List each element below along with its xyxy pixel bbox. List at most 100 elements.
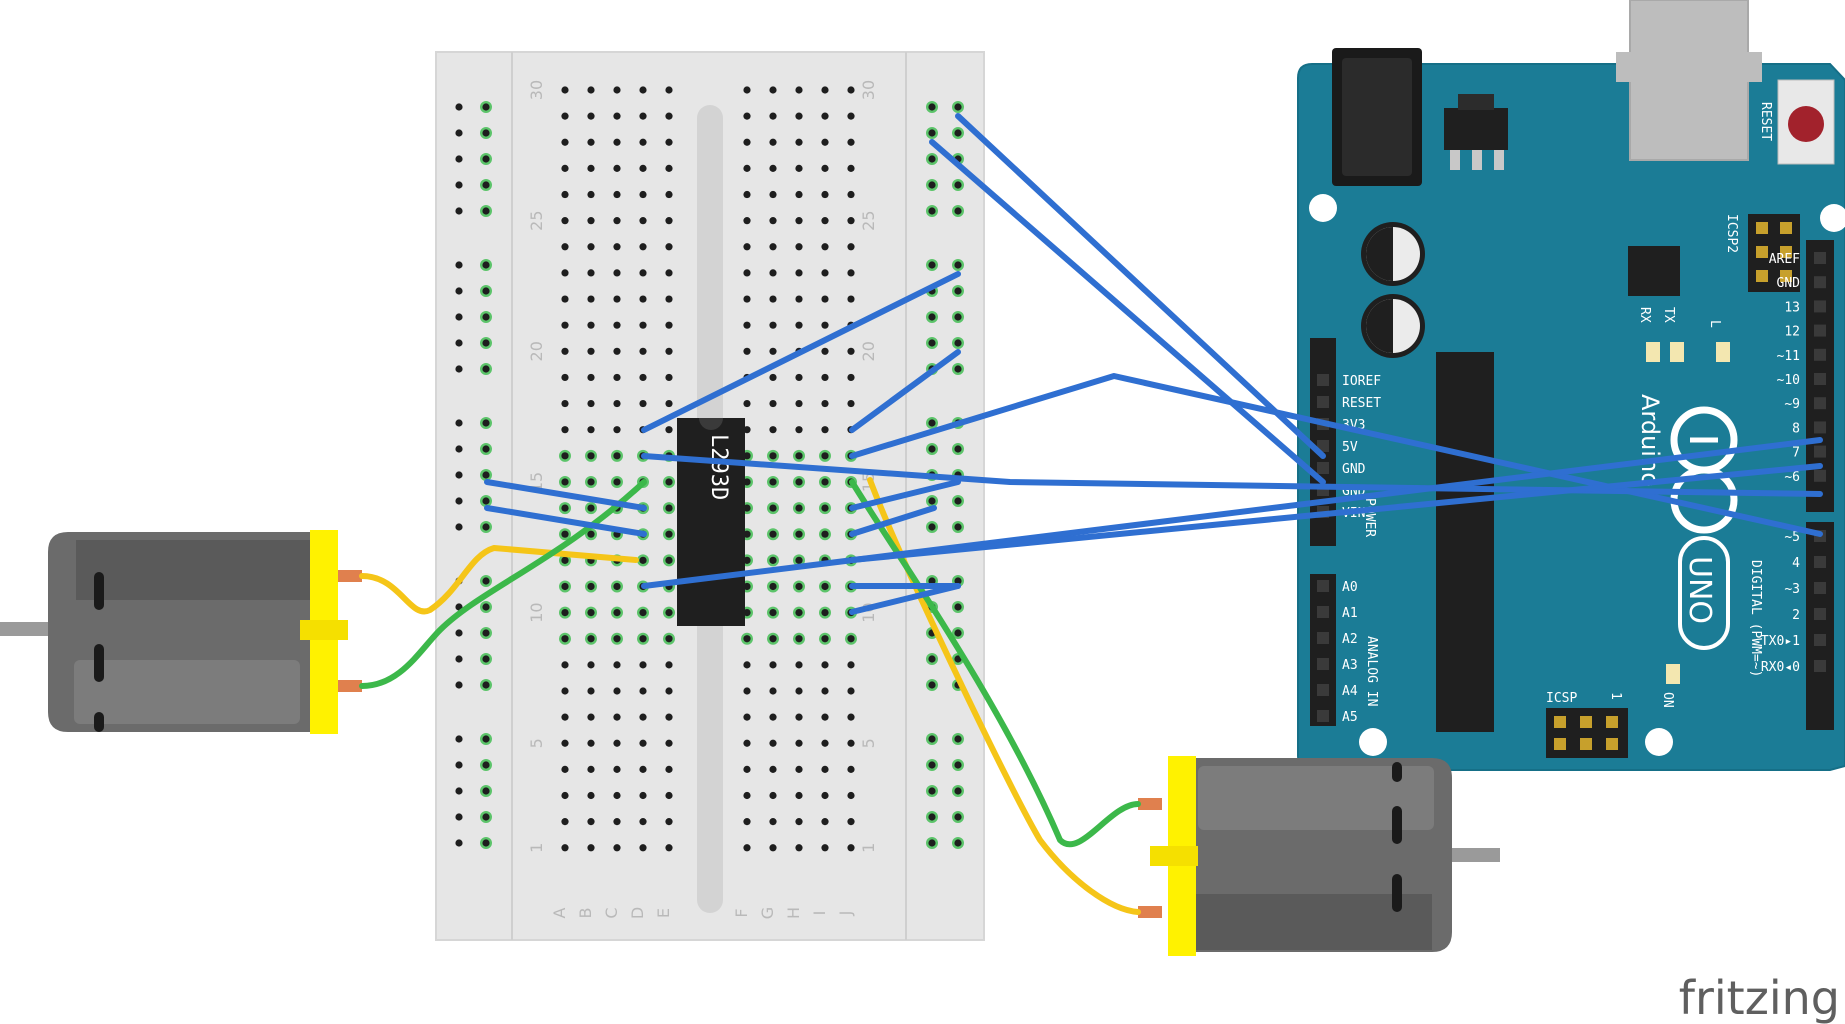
header-pin[interactable] bbox=[1814, 252, 1826, 264]
header-pin[interactable] bbox=[1317, 710, 1329, 722]
header-pin[interactable] bbox=[1814, 324, 1826, 337]
header-pin[interactable] bbox=[1317, 374, 1329, 386]
header-pin[interactable] bbox=[1317, 632, 1329, 644]
breadboard-hole bbox=[821, 661, 829, 669]
breadboard-hole bbox=[587, 661, 595, 669]
header-pin[interactable] bbox=[1317, 606, 1329, 618]
breadboard-hole bbox=[665, 138, 673, 146]
rail-hole bbox=[455, 681, 463, 689]
wire-blue[interactable] bbox=[484, 479, 647, 511]
l-led bbox=[1716, 342, 1730, 362]
breadboard-hole bbox=[639, 791, 647, 800]
breadboard-hole bbox=[561, 452, 569, 460]
breadboard-hole bbox=[561, 164, 569, 172]
wire-blue[interactable] bbox=[955, 113, 1326, 459]
header-pin-label: A1 bbox=[1342, 606, 1358, 621]
breadboard-hole bbox=[847, 818, 855, 826]
rail-hole bbox=[455, 365, 463, 373]
breadboard-hole bbox=[613, 765, 621, 773]
header-pin[interactable] bbox=[1317, 580, 1329, 592]
header-pin[interactable] bbox=[1814, 634, 1826, 646]
breadboard-hole bbox=[743, 661, 751, 669]
wire-blue[interactable] bbox=[849, 479, 961, 511]
rail-hole bbox=[954, 655, 962, 663]
breadboard-hole bbox=[613, 713, 621, 721]
rail-hole bbox=[482, 629, 490, 637]
breadboard-hole bbox=[743, 609, 751, 617]
wire-green[interactable] bbox=[359, 479, 647, 689]
breadboard-hole bbox=[561, 504, 569, 512]
wire-blue[interactable] bbox=[484, 505, 647, 537]
header-pin[interactable] bbox=[1814, 348, 1826, 361]
wire-blue[interactable] bbox=[849, 373, 1823, 537]
wire-blue[interactable] bbox=[641, 437, 1823, 589]
breadboard-hole bbox=[743, 765, 751, 773]
rail-hole bbox=[482, 761, 490, 769]
header-pin[interactable] bbox=[1317, 684, 1329, 696]
breadboard-hole bbox=[561, 399, 569, 408]
header-pin[interactable] bbox=[1814, 556, 1826, 568]
rail-hole bbox=[928, 839, 936, 847]
breadboard-hole bbox=[639, 269, 647, 277]
breadboard-hole bbox=[587, 504, 595, 512]
breadboard-hole bbox=[769, 190, 777, 199]
header-pin-label: ~6 bbox=[1784, 470, 1800, 485]
breadboard-hole bbox=[587, 321, 595, 329]
breadboard-hole bbox=[639, 217, 647, 225]
header-pin[interactable] bbox=[1814, 276, 1826, 289]
wires bbox=[359, 113, 1823, 915]
mounting-hole bbox=[1309, 194, 1337, 222]
header-pin[interactable] bbox=[1814, 608, 1826, 620]
header-pin[interactable] bbox=[1814, 397, 1826, 410]
rail-hole bbox=[482, 787, 490, 795]
header-pin[interactable] bbox=[1814, 421, 1826, 434]
breadboard-hole bbox=[561, 478, 569, 486]
breadboard-hole bbox=[743, 818, 751, 826]
header-pin[interactable] bbox=[1317, 396, 1329, 408]
header-pin[interactable] bbox=[1814, 445, 1826, 458]
header-pin-label: TX0▸1 bbox=[1761, 634, 1800, 649]
header-pin[interactable] bbox=[1814, 373, 1826, 385]
wire-blue[interactable] bbox=[849, 349, 961, 433]
breadboard-hole bbox=[821, 373, 829, 382]
breadboard-hole bbox=[587, 765, 595, 773]
wire-green[interactable] bbox=[849, 479, 1141, 848]
header-pin[interactable] bbox=[1814, 582, 1826, 594]
wire-blue[interactable] bbox=[849, 505, 937, 537]
wire-blue[interactable] bbox=[929, 139, 1326, 485]
breadboard-hole bbox=[561, 243, 569, 251]
header-pin[interactable] bbox=[1317, 462, 1329, 474]
wire-yellow[interactable] bbox=[359, 545, 639, 615]
reset-button[interactable] bbox=[1788, 106, 1824, 142]
rail-hole bbox=[455, 287, 463, 295]
breadboard-hole bbox=[665, 478, 673, 486]
wire-blue[interactable] bbox=[849, 463, 1823, 563]
dc-motor-left bbox=[0, 530, 362, 734]
icsp-pin1-label: 1 bbox=[1608, 692, 1623, 700]
breadboard-hole bbox=[587, 399, 595, 408]
header-pin[interactable] bbox=[1814, 660, 1826, 672]
breadboard-hole bbox=[743, 426, 751, 434]
header-pin[interactable] bbox=[1317, 440, 1329, 452]
breadboard-hole bbox=[769, 844, 777, 852]
breadboard-hole bbox=[665, 609, 673, 617]
rail-hole bbox=[482, 603, 490, 611]
breadboard-hole bbox=[561, 661, 569, 669]
breadboard-hole bbox=[743, 478, 751, 486]
breadboard-hole bbox=[639, 86, 647, 94]
breadboard-hole bbox=[821, 217, 829, 225]
rail-hole bbox=[928, 761, 936, 769]
breadboard-hole bbox=[847, 844, 855, 852]
wire-blue[interactable] bbox=[849, 583, 961, 615]
header-pin[interactable] bbox=[1814, 469, 1826, 482]
rail-hole bbox=[455, 655, 463, 663]
header-pin-label: A3 bbox=[1342, 658, 1358, 673]
header-pin[interactable] bbox=[1814, 300, 1826, 313]
wire-blue[interactable] bbox=[641, 271, 961, 433]
header-pin[interactable] bbox=[1317, 658, 1329, 670]
header-pin-label: 8 bbox=[1792, 421, 1800, 436]
breadboard-hole bbox=[639, 112, 647, 120]
rail-hole bbox=[954, 129, 962, 137]
